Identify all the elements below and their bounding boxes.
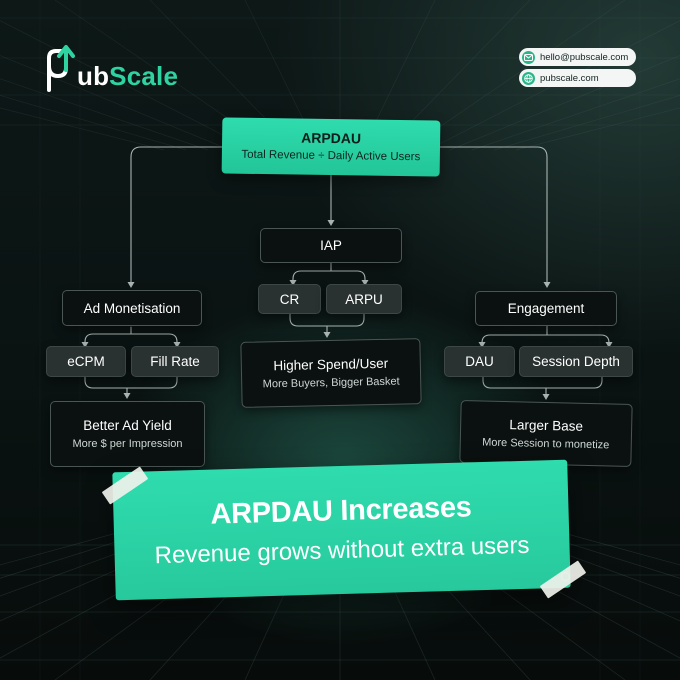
result-node-ad-subtitle: More $ per Impression	[72, 438, 183, 450]
arrowhead-engagement-result	[542, 394, 550, 400]
root-node-arpdau: ARPDAU Total Revenue ÷ Daily Active User…	[221, 117, 441, 177]
grid-line	[405, 0, 626, 151]
arrowhead-ad-result	[123, 393, 131, 399]
arrowhead-iap-result	[323, 332, 331, 338]
driver-node-session-depth: Session Depth	[519, 346, 633, 377]
branch-node-iap: IAP	[260, 228, 402, 263]
result-node-ad: Better Ad Yield More $ per Impression	[50, 401, 205, 467]
grid-line	[0, 95, 187, 151]
arrow-up-p-icon	[44, 44, 76, 92]
driver-node-dau: DAU	[444, 346, 515, 377]
branch-node-engagement-label: Engagement	[507, 301, 585, 316]
branch-node-iap-label: IAP	[320, 238, 342, 253]
grid-line	[515, 107, 680, 151]
arrowhead-ecpm	[81, 342, 89, 348]
driver-node-cr-label: CR	[279, 291, 300, 307]
driver-node-dau-label: DAU	[465, 354, 494, 369]
brand-name-ub: ub	[77, 61, 110, 91]
grid-line	[493, 519, 680, 579]
branch-node-ad-label: Ad Monetisation	[83, 300, 181, 316]
branch-node-ad-monetisation: Ad Monetisation	[62, 290, 202, 326]
mail-icon	[522, 50, 535, 64]
arrowhead-engagement	[543, 282, 551, 288]
driver-node-ecpm: eCPM	[46, 346, 126, 377]
result-node-iap-title: Higher Spend/User	[273, 355, 389, 374]
arrowhead-iap	[327, 220, 335, 226]
connector-root-ad	[130, 146, 223, 287]
connector-engagement-drivers	[481, 325, 610, 346]
outcome-subtitle: Revenue grows without extra users	[154, 531, 530, 570]
grid-line	[493, 95, 680, 151]
arrowhead-arpu	[361, 280, 369, 286]
outcome-banner: ARPDAU Increases Revenue grows without e…	[112, 459, 571, 601]
driver-node-cr: CR	[258, 284, 321, 314]
driver-node-arpu: ARPU	[326, 284, 402, 314]
grid-line	[471, 78, 680, 151]
driver-node-fill-rate-label: Fill Rate	[150, 354, 200, 369]
connector-root-engagement	[439, 146, 548, 287]
globe-icon	[522, 71, 535, 85]
grid-line	[0, 78, 209, 151]
result-node-engagement: Larger Base More Session to monetize	[459, 400, 633, 467]
pubscale-logo: ubScale	[44, 44, 178, 92]
arrowhead-dau	[478, 342, 486, 348]
contact-website-pill[interactable]: pubscale.com	[519, 69, 636, 87]
outcome-title: ARPDAU Increases	[209, 491, 472, 531]
result-node-ad-title: Better Ad Yield	[83, 418, 172, 433]
contact-email-pill[interactable]: hello@pubscale.com	[519, 48, 636, 66]
connector-ad-result	[84, 376, 178, 397]
root-node-title: ARPDAU	[301, 129, 362, 147]
result-node-iap: Higher Spend/User More Buyers, Bigger Ba…	[240, 338, 422, 408]
arrowhead-ad	[127, 282, 135, 288]
result-node-iap-subtitle: More Buyers, Bigger Basket	[262, 375, 400, 391]
grid-line	[0, 20, 253, 151]
branch-node-engagement: Engagement	[475, 291, 617, 326]
connector-iap-drivers	[292, 261, 366, 284]
brand-name-scale: Scale	[109, 61, 179, 91]
driver-node-arpu-label: ARPU	[345, 291, 383, 307]
contact-email-text: hello@pubscale.com	[540, 51, 629, 63]
arrowhead-cr	[289, 280, 297, 286]
connector-ad-drivers	[84, 326, 178, 346]
root-node-formula: Total Revenue ÷ Daily Active Users	[241, 148, 421, 164]
driver-node-session-depth-label: Session Depth	[532, 354, 620, 369]
result-node-engagement-subtitle: More Session to monetize	[482, 436, 610, 451]
driver-node-ecpm-label: eCPM	[67, 354, 105, 369]
driver-node-fill-rate: Fill Rate	[131, 346, 219, 377]
grid-line	[515, 519, 680, 566]
grid-line	[0, 519, 187, 579]
arrowhead-session-depth	[605, 342, 613, 348]
result-node-engagement-title: Larger Base	[509, 416, 584, 434]
arrowhead-fill-rate	[173, 342, 181, 348]
contact-website-text: pubscale.com	[540, 72, 599, 84]
brand-name: ubScale	[77, 62, 178, 90]
grid-line	[0, 519, 165, 566]
grid-line	[0, 107, 165, 151]
